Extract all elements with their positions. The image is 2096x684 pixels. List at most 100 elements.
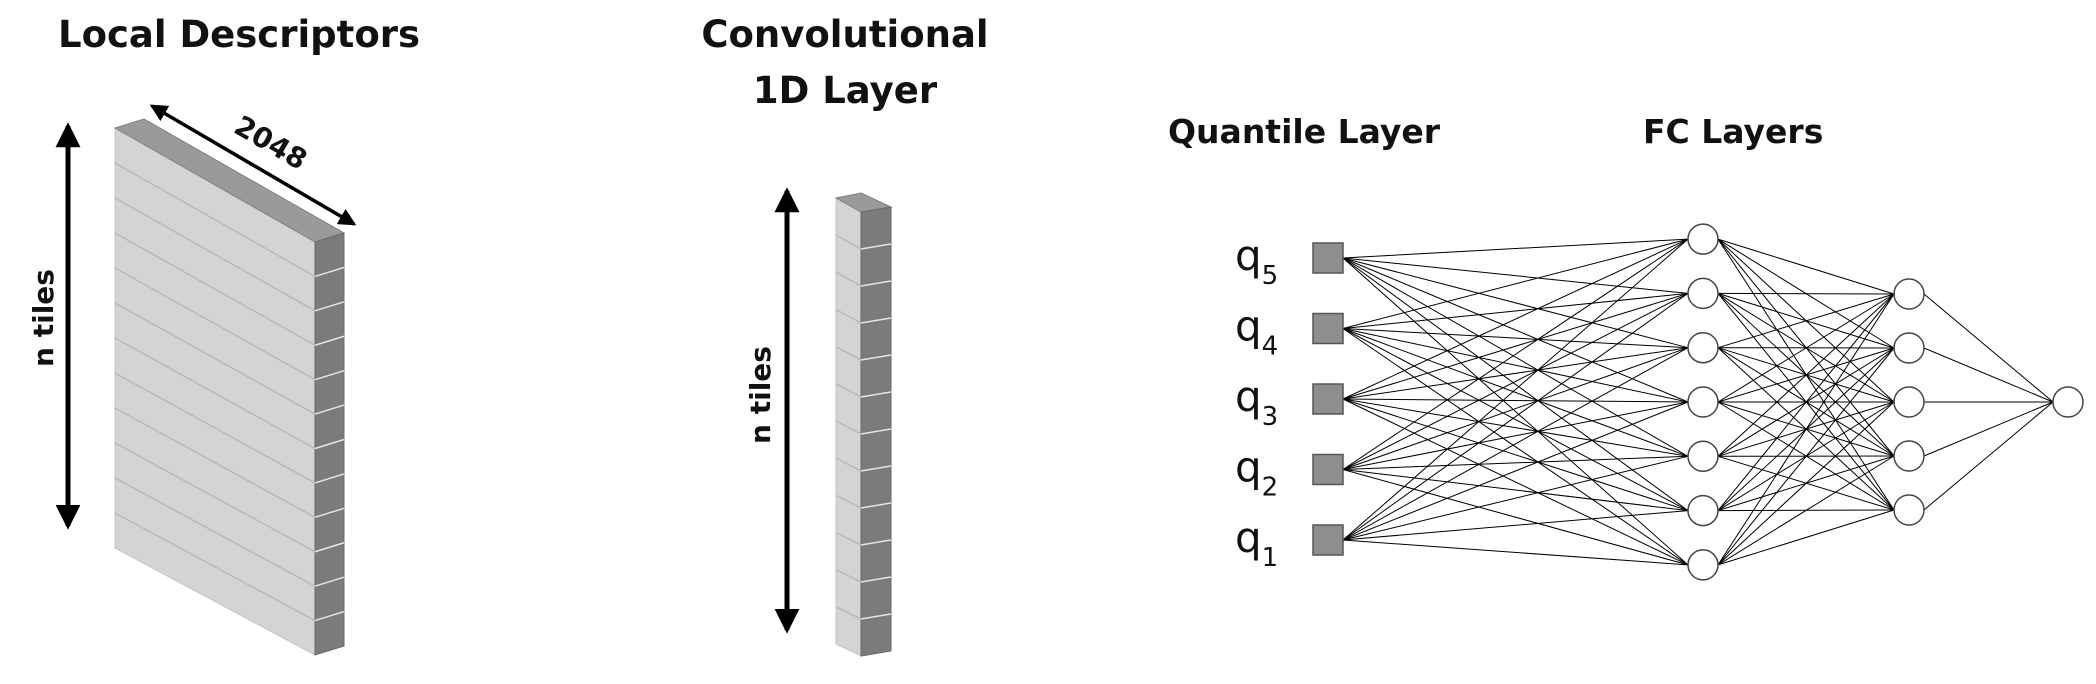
quantile-label-base: q — [1235, 372, 1262, 421]
ld-tile-divider — [114, 197, 316, 312]
edge — [1342, 469, 1689, 512]
edge — [1342, 257, 1689, 566]
edge — [1342, 398, 1689, 566]
quantile-node — [1312, 242, 1344, 274]
conv-tile-divider — [835, 346, 862, 361]
edge — [1717, 292, 1895, 295]
conv-side-divider — [860, 539, 892, 546]
conv-side-divider — [860, 280, 892, 287]
edge — [1717, 293, 1895, 511]
ld-tile-divider — [114, 407, 316, 518]
edge — [1923, 401, 2054, 457]
conv-side-divider — [860, 576, 892, 583]
edge — [1717, 401, 1895, 566]
fc-layers-title: FC Layers — [1643, 112, 1823, 151]
local-descriptors-title: Local Descriptors — [58, 13, 420, 56]
ld-side-divider — [314, 301, 345, 312]
conv-tile-divider — [835, 568, 862, 583]
edge — [1342, 292, 1689, 541]
edge — [1342, 257, 1689, 512]
quantile-node — [1312, 383, 1344, 415]
edge — [1342, 328, 1689, 512]
quantile-node — [1312, 312, 1344, 345]
conv-tile-divider — [835, 457, 862, 472]
ld-tile-divider — [114, 337, 316, 450]
fc-neuron — [1893, 440, 1925, 472]
fc-neuron — [1687, 440, 1719, 473]
quantile-label-subscript: 1 — [1262, 543, 1279, 573]
fc-neuron — [1687, 223, 1719, 255]
quantile-node — [1312, 453, 1344, 486]
ld-side-divider — [314, 610, 345, 622]
edge — [1923, 347, 2054, 403]
fc-neuron — [1893, 278, 1925, 310]
conv-tile-divider — [835, 234, 862, 250]
conv-title-line2: 1D Layer — [753, 69, 938, 112]
conv-layer-block: Convolutional 1D Layer n tiles — [701, 13, 989, 657]
edge — [1342, 398, 1689, 512]
edge — [1342, 455, 1689, 541]
fc-neuron — [1687, 494, 1719, 527]
edge — [1342, 398, 1689, 457]
quantile-label: q4 — [1235, 302, 1278, 362]
ld-side-divider — [314, 507, 345, 519]
edge — [1342, 347, 1689, 400]
edge — [1717, 293, 1895, 457]
conv-tile-divider — [835, 420, 862, 435]
edge — [1717, 293, 1895, 349]
quantile-node — [1312, 524, 1344, 556]
edge — [1342, 455, 1689, 470]
ld-side-divider — [314, 369, 345, 381]
conv-side-divider — [860, 391, 892, 398]
fc-neuron — [1893, 332, 1925, 364]
quantile-layer-title: Quantile Layer — [1168, 112, 1441, 151]
quantile-label-base: q — [1235, 513, 1262, 562]
edge — [1923, 401, 2054, 511]
quantile-label-base: q — [1235, 302, 1262, 351]
ld-tile-divider — [114, 267, 316, 381]
ld-side-divider — [314, 473, 345, 484]
conv-tile-divider — [835, 383, 862, 398]
edge — [1342, 539, 1689, 566]
quantile-label: q1 — [1235, 513, 1278, 573]
ld-side-divider — [314, 542, 345, 553]
edge — [1342, 257, 1689, 403]
ld-side-divider — [314, 266, 345, 278]
ld-tile-divider — [114, 442, 316, 553]
ld-width-label: 2048 — [229, 109, 313, 177]
edge — [1342, 401, 1689, 541]
ld-side-divider — [314, 576, 345, 587]
quantile-label: q2 — [1235, 443, 1278, 503]
conv-tile-divider — [835, 531, 862, 546]
fc-neuron — [1687, 386, 1719, 418]
edge — [1717, 455, 1895, 566]
fc-neuron — [1687, 277, 1719, 310]
quantile-label-subscript: 4 — [1262, 332, 1279, 362]
quantile-label: q5 — [1235, 231, 1278, 291]
conv-side-divider — [860, 354, 892, 361]
edge — [1342, 238, 1689, 329]
edge — [1342, 398, 1689, 403]
conv-side-divider — [860, 465, 892, 472]
ld-side-divider — [314, 335, 345, 346]
quantile-label-subscript: 5 — [1262, 261, 1279, 291]
edge — [1342, 328, 1689, 403]
ld-tile-divider — [114, 372, 316, 484]
edge — [1342, 292, 1689, 329]
ld-side-divider — [314, 404, 345, 415]
edge — [1717, 293, 1895, 403]
edge — [1342, 401, 1689, 470]
conv-side-divider — [860, 428, 892, 435]
edge — [1342, 328, 1689, 566]
ld-tile-lines — [114, 162, 345, 622]
edge — [1342, 328, 1689, 349]
quantile-label-subscript: 3 — [1262, 402, 1279, 432]
fc-neuron — [1893, 494, 1925, 526]
edge — [1717, 293, 1895, 566]
local-descriptors-block: Local Descriptors n tiles 2048 — [27, 13, 420, 656]
conv-side-divider — [860, 502, 892, 509]
edge — [1342, 469, 1689, 566]
